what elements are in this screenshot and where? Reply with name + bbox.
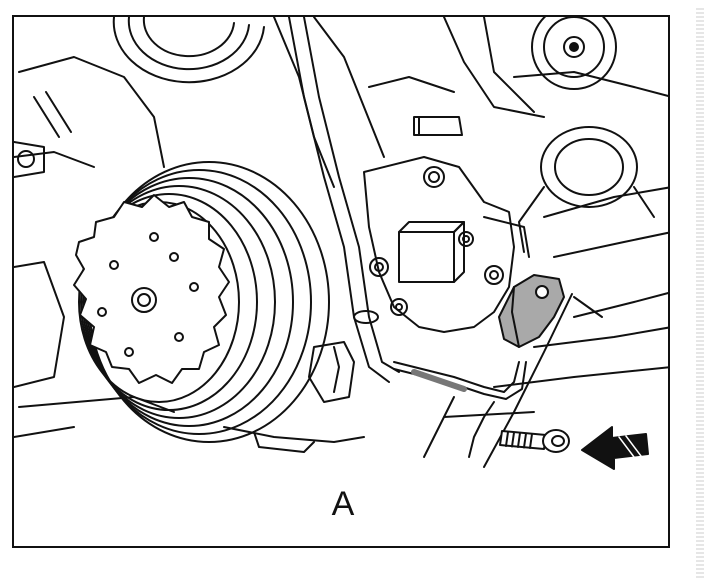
highlighted-sensor — [498, 274, 565, 348]
upper-pulley — [112, 17, 265, 84]
coolant-pipe — [518, 126, 655, 253]
compressor-pulley — [73, 161, 330, 443]
arrow-left-icon — [581, 426, 649, 470]
bolt-detail — [499, 429, 570, 453]
sensor-cable — [393, 361, 527, 458]
engine-illustration — [14, 17, 668, 470]
upper-right-pulley — [483, 17, 617, 113]
pump-bracket — [363, 116, 530, 333]
page-edge-strip — [696, 6, 704, 578]
callout-lines — [423, 293, 603, 468]
vertical-hose — [288, 17, 400, 383]
left-pipes — [14, 91, 72, 178]
lower-bracket — [223, 341, 365, 453]
figure-frame: A — [12, 15, 670, 548]
figure-label: A — [331, 485, 355, 523]
